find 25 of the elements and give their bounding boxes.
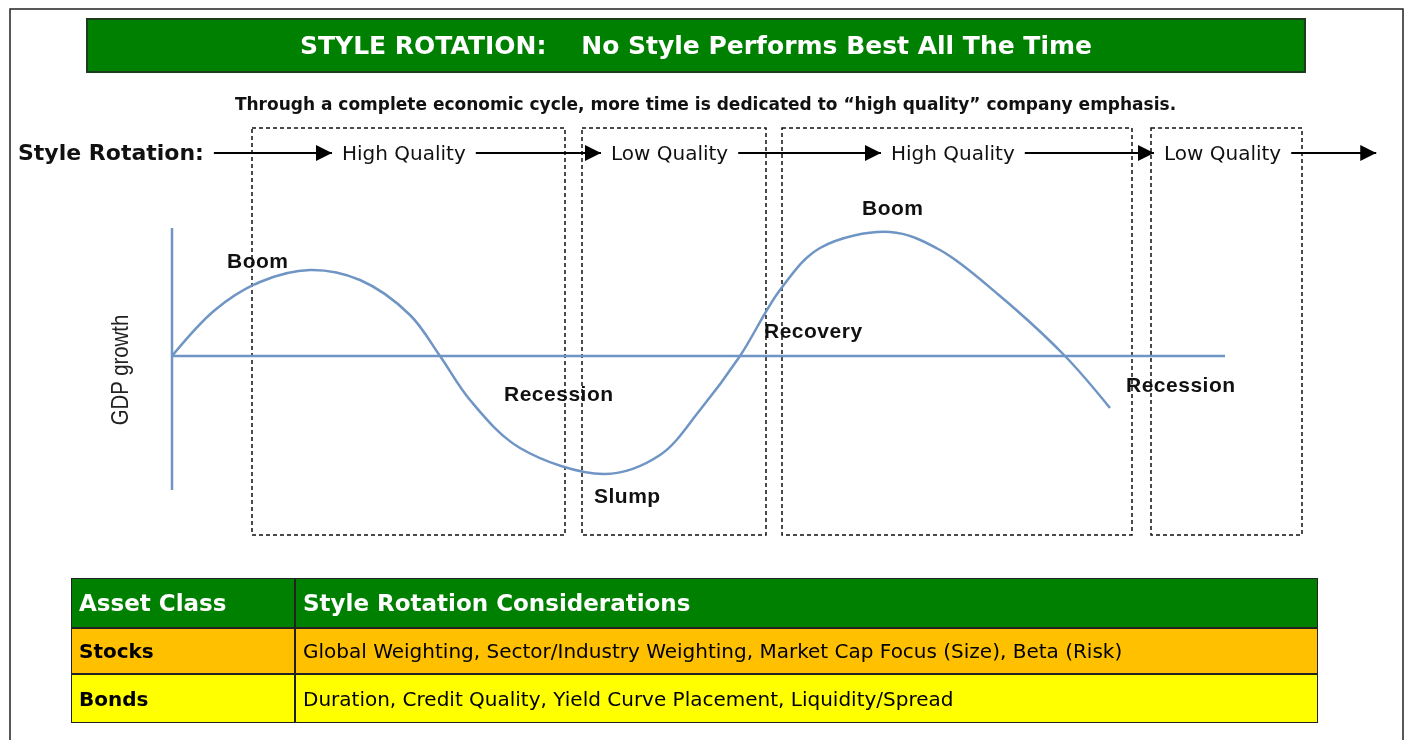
arrow	[1290, 145, 1378, 161]
style-label: Low Quality	[611, 140, 729, 166]
table-cell: Duration, Credit Quality, Yield Curve Placement, Liquidity/Spread	[295, 674, 1318, 723]
phase-label: Recession	[504, 382, 614, 406]
table-cell: Global Weighting, Sector/Industry Weighting, Market Cap Focus (Size), Beta (Risk)	[295, 628, 1318, 674]
table-cell: Asset Class	[71, 578, 295, 628]
phase-label: Recession	[1126, 373, 1236, 397]
phase-label: Boom	[227, 249, 289, 273]
subtitle: Through a complete economic cycle, more time is dedicated to “high quality” company emphasis.	[233, 94, 1178, 114]
phase-label: Recovery	[764, 319, 863, 343]
style-label: Low Quality	[1164, 140, 1282, 166]
table-cell: Style Rotation Considerations	[295, 578, 1318, 628]
axis-label: GDP growth	[106, 314, 134, 426]
arrow	[474, 145, 602, 161]
phase-label: Slump	[594, 484, 661, 508]
row-label: Style Rotation:	[18, 140, 204, 166]
arrow	[212, 145, 333, 161]
title-banner: STYLE ROTATION: No Style Performs Best All The Time	[86, 18, 1306, 73]
style-label: High Quality	[342, 140, 466, 166]
arrow	[737, 145, 882, 161]
phase-label: Boom	[862, 196, 924, 220]
arrow	[1023, 145, 1155, 161]
table-cell: Bonds	[71, 674, 295, 723]
table-cell: Stocks	[71, 628, 295, 674]
style-label: High Quality	[891, 140, 1015, 166]
